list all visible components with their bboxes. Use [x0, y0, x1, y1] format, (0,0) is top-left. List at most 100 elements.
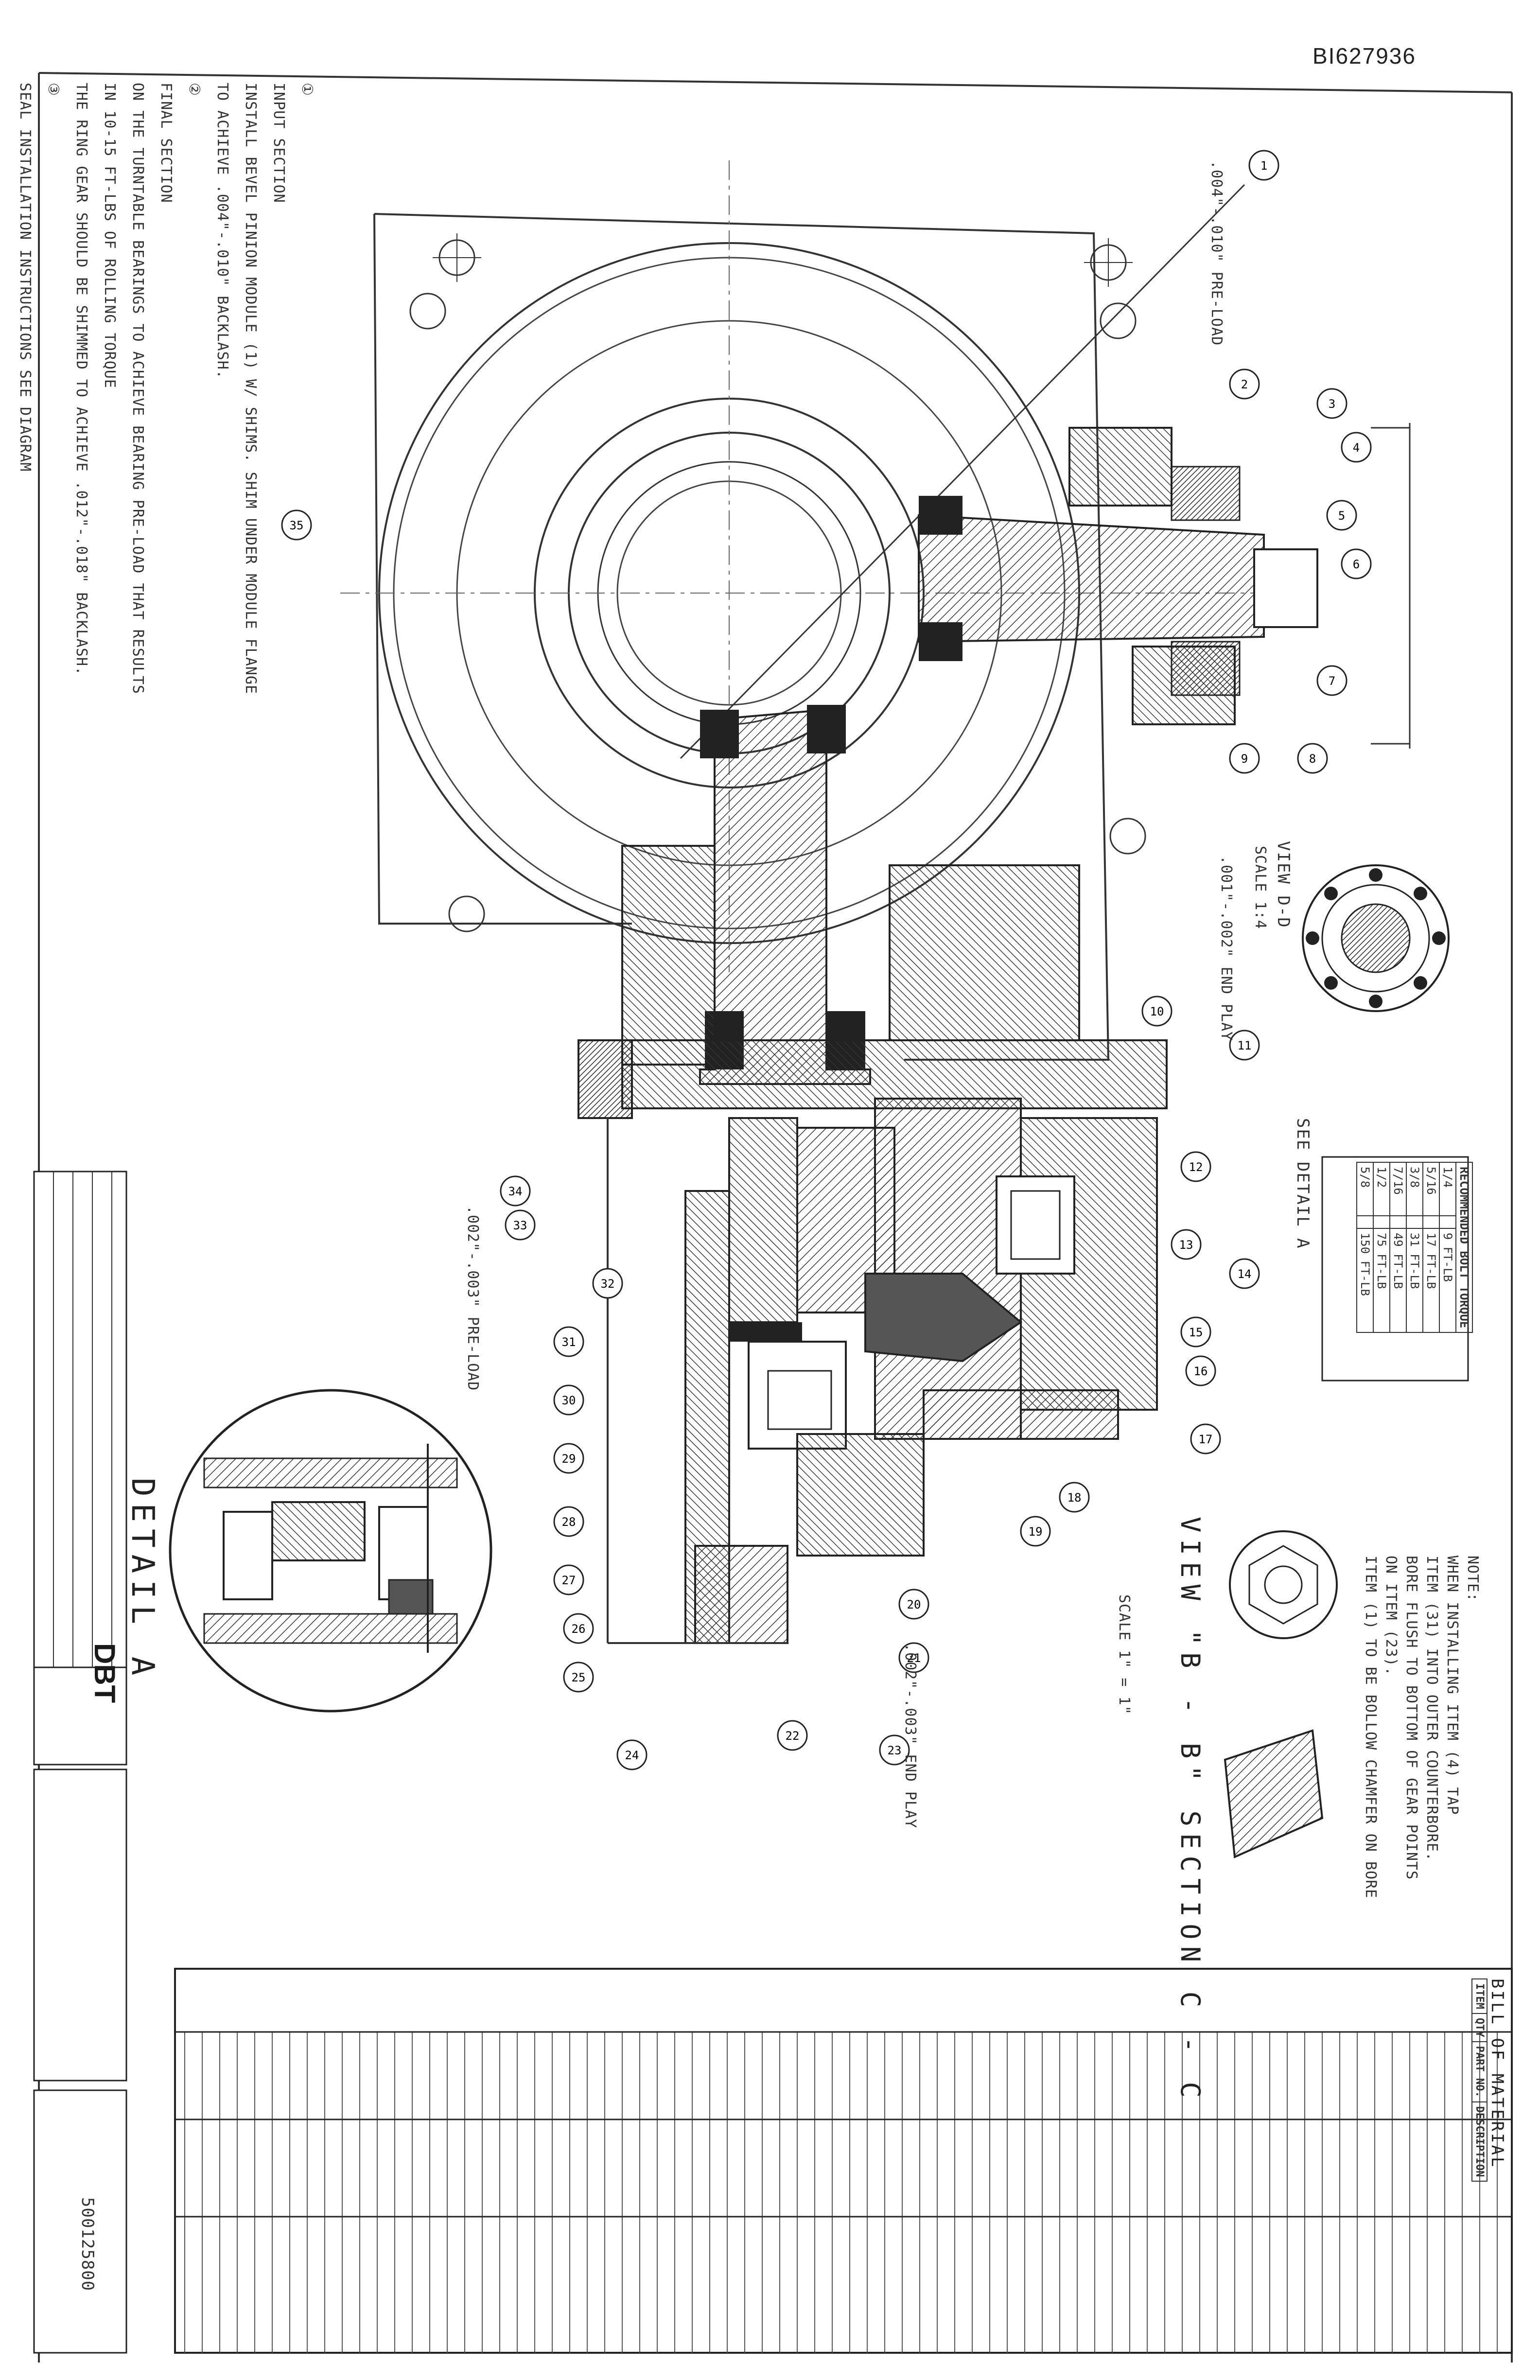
- torque-cell: 1/4: [1439, 1162, 1456, 1216]
- item-balloon: [505, 1209, 536, 1241]
- item-balloon-number: 14: [1238, 1267, 1252, 1281]
- item-balloon-number: 27: [562, 1574, 576, 1587]
- drawing-id: BI627936: [1312, 43, 1416, 69]
- item-balloon: [281, 509, 312, 541]
- bom-title: BILL OF MATERIAL: [1488, 1978, 1507, 2169]
- item-balloon-number: 33: [513, 1219, 527, 1232]
- note2-line: ON ITEM (23).: [1382, 1556, 1400, 1676]
- torque-cell: 7/16: [1390, 1162, 1406, 1216]
- note2-line: WHEN INSTALLING ITEM (4) TAP: [1444, 1556, 1461, 1815]
- item-balloon-number: 25: [572, 1671, 586, 1684]
- item-balloon-number: 31: [562, 1335, 576, 1349]
- item-balloon: [500, 1175, 531, 1207]
- final-drive-section: [607, 864, 1158, 1644]
- item-balloon-number: 13: [1179, 1238, 1193, 1252]
- item-balloon-number: 26: [572, 1622, 586, 1636]
- dim-label-preload2: .001"-.002" END PLAY: [1218, 856, 1235, 1041]
- item-balloon-number: 17: [1199, 1433, 1213, 1446]
- item-balloon: [1171, 1229, 1202, 1260]
- torque-cell: [1423, 1215, 1439, 1228]
- torque-cell: 75 FT-LB: [1373, 1228, 1390, 1333]
- bom-header: ITEM QTY PART NO. DESCRIPTION: [1471, 1978, 1488, 2182]
- item-balloon: [898, 1589, 929, 1620]
- note-line: THE RING GEAR SHOULD BE SHIMMED TO ACHIE…: [73, 83, 90, 676]
- torque-cell: 150 FT-LB: [1357, 1228, 1373, 1333]
- item-balloon: [1185, 1355, 1216, 1386]
- item-balloon-number: 5: [1338, 509, 1345, 523]
- drawing-number: 500125800: [78, 2197, 97, 2292]
- item-balloon: [1326, 500, 1357, 531]
- item-balloon: [1229, 1258, 1260, 1289]
- view-dd-scale: SCALE 1:4: [1252, 846, 1269, 929]
- item-balloon: [553, 1326, 584, 1357]
- note2-line: NOTE:: [1464, 1556, 1481, 1602]
- note-line: FINAL SECTION: [158, 83, 175, 203]
- torque-cell: [1439, 1215, 1456, 1228]
- torque-cell: 31 FT-LB: [1406, 1228, 1423, 1333]
- item-balloon-number: 19: [1029, 1525, 1043, 1539]
- item-balloon-number: 30: [562, 1394, 576, 1407]
- notes-block: ① INPUT SECTION INSTALL BEVEL PINION MOD…: [11, 83, 321, 694]
- torque-cell: [1390, 1215, 1406, 1228]
- item-balloon: [879, 1734, 910, 1766]
- item-balloon-number: 35: [290, 519, 304, 532]
- bom-header-qty: QTY: [1472, 2013, 1487, 2042]
- note-line: ①: [298, 83, 315, 96]
- torque-cell: [1357, 1215, 1373, 1228]
- item-balloon: [553, 1384, 584, 1416]
- note-line: IN 10-15 FT-LBS OF ROLLING TORQUE: [101, 83, 118, 389]
- item-balloon-number: 20: [907, 1598, 921, 1611]
- note-line: SEAL INSTALLATION INSTRUCTIONS SEE DIAGR…: [17, 83, 34, 472]
- torque-table-frame: [1321, 1156, 1469, 1382]
- item-balloon-number: 28: [562, 1515, 576, 1529]
- item-balloon: [1341, 548, 1372, 579]
- item-balloon: [1297, 743, 1328, 774]
- view-dd-drawing: [1302, 864, 1450, 1012]
- item-balloon: [563, 1662, 594, 1693]
- item-balloon: [1316, 665, 1348, 696]
- item-balloon: [1341, 432, 1372, 463]
- item-balloon: [553, 1564, 584, 1595]
- note2-block: NOTE: WHEN INSTALLING ITEM (4) TAP ITEM …: [1360, 1556, 1483, 1898]
- detail-a-drawing: [169, 1389, 492, 1713]
- dim-label-preload1: .004"-.010" PRE-LOAD: [1208, 160, 1225, 346]
- torque-cell: 1/2: [1373, 1162, 1390, 1216]
- item-balloon: [1020, 1516, 1051, 1547]
- note-line: INPUT SECTION: [270, 83, 287, 203]
- item-balloon: [1059, 1482, 1090, 1513]
- item-balloon-number: 11: [1238, 1039, 1252, 1052]
- bom-header-part: PART NO.: [1472, 2041, 1487, 2102]
- item-balloon-number: 29: [562, 1452, 576, 1466]
- item-balloon: [1180, 1316, 1211, 1348]
- item-balloon-number: 4: [1353, 441, 1360, 455]
- item-balloon-number: 15: [1189, 1326, 1203, 1339]
- torque-cell: 17 FT-LB: [1423, 1228, 1439, 1333]
- item-balloons: 1234567891011121314151617181920212223242…: [281, 150, 1372, 1770]
- item-balloon-number: 10: [1150, 1005, 1164, 1018]
- note-line: TO ACHIEVE .004"-.010" BACKLASH.: [214, 83, 231, 379]
- torque-cell: 9 FT-LB: [1439, 1228, 1456, 1333]
- item-balloon: [1229, 743, 1260, 774]
- bom-header-item: ITEM: [1472, 1979, 1487, 2013]
- item-balloon: [616, 1739, 648, 1770]
- note-line: ③: [45, 83, 62, 96]
- note2-line: ITEM (1) TO BE BOLLOW CHAMFER ON BORE: [1362, 1556, 1379, 1899]
- item-balloon: [777, 1720, 808, 1751]
- item-balloon: [1229, 368, 1260, 400]
- note2-line: ITEM (31) INTO OUTER COUNTERBORE.: [1423, 1556, 1440, 1862]
- item-balloon-number: 16: [1194, 1365, 1208, 1378]
- view-dd-title: VIEW D-D: [1274, 841, 1293, 928]
- note-line: ON THE TURNTABLE BEARINGS TO ACHIEVE BEA…: [129, 83, 146, 695]
- item-balloon-number: 18: [1068, 1491, 1082, 1505]
- item-balloon-number: 12: [1189, 1160, 1203, 1174]
- item-balloon: [1229, 1030, 1260, 1061]
- torque-cell: 49 FT-LB: [1390, 1228, 1406, 1333]
- torque-cell: 5/8: [1357, 1162, 1373, 1216]
- torque-cell: [1406, 1215, 1423, 1228]
- bom-table-frame: [174, 1968, 1513, 2354]
- torque-cell: [1373, 1215, 1390, 1228]
- view-bb-scale: SCALE 1" = 1": [1116, 1594, 1133, 1715]
- item-balloon: [1190, 1423, 1221, 1454]
